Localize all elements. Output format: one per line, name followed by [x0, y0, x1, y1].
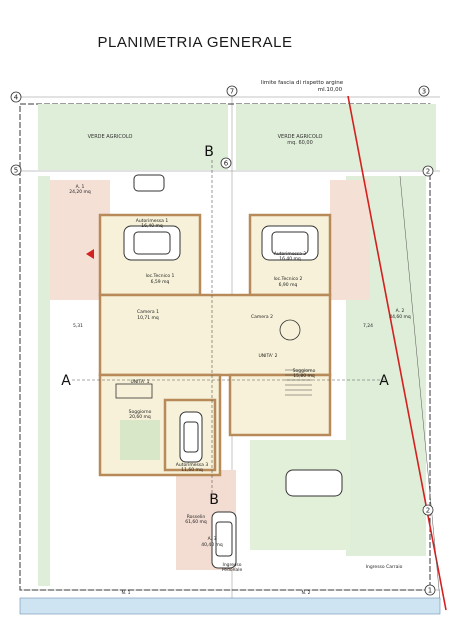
section-letters: B B A A: [61, 144, 389, 508]
room-autorimessa-2-area: 16,40 mq: [279, 256, 301, 262]
green-strip-left: [38, 176, 50, 586]
label-a3-area: 40,40 mq: [201, 542, 223, 548]
label-ingresso-carraio: Ingresso Carraio: [366, 564, 403, 570]
room-tecnico-2-area: 6,90 mq: [279, 282, 298, 288]
axis-marker-5: [10, 164, 22, 176]
axis-marker-1: [424, 584, 436, 596]
room-rosselin-area: 61,60 mq: [185, 519, 207, 525]
room-tecnico-2: loc.Tecnico 2: [274, 276, 303, 282]
car-garage-2: [261, 225, 319, 261]
room-camera-1: Camera 1: [137, 309, 159, 315]
label-n2: N. 2: [301, 590, 310, 596]
room-unita-1: UNITA' 1: [131, 379, 150, 385]
car-driveway-roof: [215, 521, 233, 557]
page-title: PLANIMETRIA GENERALE: [97, 34, 293, 51]
axis-label-1: 1: [428, 587, 432, 595]
room-autorimessa-1-area: 16,40 mq: [141, 223, 163, 229]
car-top-parking: [133, 174, 165, 192]
axis-line-2: [399, 175, 441, 601]
car-right-parking: [285, 469, 343, 497]
room-autorimessa-1: Autorimessa 1: [136, 218, 169, 224]
room-unita-2: UNITA' 2: [259, 353, 278, 359]
unit-2-lower: [228, 373, 332, 437]
green-left-name: VERDE AGRICOLO: [88, 134, 133, 140]
room-camera-2: Camera 2: [251, 314, 273, 320]
section-a-right: A: [379, 373, 389, 389]
room-autorimessa-2: Autorimessa 2: [274, 251, 307, 257]
room-tecnico-1: loc.Tecnico 1: [146, 273, 175, 279]
setback-note-line2: ml.10,00: [318, 87, 343, 93]
cars: [123, 174, 343, 569]
central-block: [98, 293, 332, 377]
sofa-unit-1: [115, 383, 153, 399]
section-b-bottom: B: [209, 492, 219, 508]
room-soggiorno-2: Soggiorno: [293, 368, 316, 374]
axis-marker-labels: 4 7 3 5 6 2 2 1: [14, 88, 432, 595]
section-b-top: B: [204, 144, 214, 160]
label-dim-1: 5,31: [73, 323, 83, 329]
axis-marker-2b: [422, 504, 434, 516]
green-right-name: VERDE AGRICOLO: [278, 134, 323, 140]
axis-marker-2a: [422, 165, 434, 177]
green-zone-right: [236, 104, 436, 170]
axis-label-4: 4: [14, 94, 19, 102]
green-right-area: mq. 60,00: [287, 140, 313, 146]
section-a-left: A: [61, 373, 71, 389]
label-pedonale: Pedonale: [222, 567, 243, 573]
dining-table: [279, 319, 301, 341]
label-a2: A. 2: [396, 308, 405, 314]
label-a3: A. 3: [208, 536, 217, 542]
axis-label-3: 3: [422, 88, 426, 96]
inner-garden: [120, 420, 160, 460]
label-a1-area: 24,20 mq: [69, 189, 91, 195]
car-garage-3-roof: [183, 421, 199, 453]
car-garage-1: [123, 225, 181, 261]
room-autorimessa-3-area: 11,60 mq: [181, 467, 203, 473]
car-driveway: [211, 511, 237, 569]
axis-marker-4: [10, 91, 22, 103]
entrance-arrow-icon: [86, 249, 94, 259]
room-rosselin: Rosselin: [187, 514, 206, 520]
axis-label-2b: 2: [426, 507, 430, 515]
car-garage-1-roof: [133, 231, 171, 255]
label-a1: A. 1: [76, 184, 85, 190]
axis-label-7: 7: [230, 88, 234, 96]
room-soggiorno-1: Soggiorno: [129, 409, 152, 415]
setback-note-line1: limite fascia di rispetto argine: [261, 80, 344, 86]
room-tecnico-1-area: 6,59 mq: [151, 279, 170, 285]
label-n1: N. 1: [121, 590, 130, 596]
road-strip: [19, 597, 441, 615]
room-soggiorno-2-area: 15,80 mq: [293, 373, 315, 379]
axis-markers: [10, 85, 436, 596]
axis-marker-7: [226, 85, 238, 97]
axis-label-2a: 2: [426, 168, 430, 176]
setback-line: [347, 95, 447, 611]
area-labels: A. 1 24,20 mq A. 2 44,60 mq A. 3 40,40 m…: [69, 184, 411, 596]
section-cuts: [72, 160, 385, 500]
axis-marker-3: [418, 85, 430, 97]
axis-label-5: 5: [14, 167, 18, 175]
axis-label-6: 6: [224, 160, 229, 168]
room-labels: Autorimessa 1 16,40 mq Autorimessa 2 16,…: [129, 218, 316, 525]
yard-right: [330, 180, 370, 300]
label-dim-2: 7,24: [363, 323, 373, 329]
label-a2-area: 44,60 mq: [389, 314, 411, 320]
green-zone-left: [38, 104, 228, 170]
room-soggiorno-1-area: 20,60 mq: [129, 414, 151, 420]
room-camera-1-area: 10,71 mq: [137, 315, 159, 321]
car-garage-2-roof: [271, 231, 309, 255]
axis-marker-6: [220, 157, 232, 169]
room-autorimessa-3: Autorimessa 3: [176, 462, 209, 468]
car-garage-3: [179, 411, 203, 463]
label-ingresso: Ingresso: [223, 562, 242, 568]
green-zone-labels: VERDE AGRICOLO VERDE AGRICOLO mq. 60,00: [88, 134, 323, 146]
